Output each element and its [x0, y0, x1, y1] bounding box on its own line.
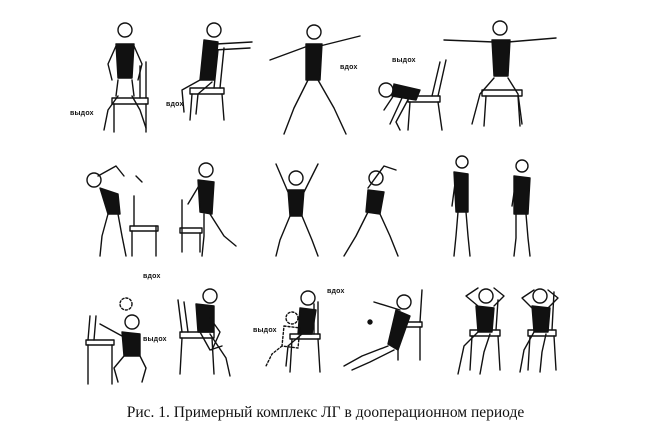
figure-2-seated-arms-forward [181, 22, 253, 121]
label-inhale: вдох [340, 64, 358, 71]
figure-4-seated-forward-bend [378, 59, 447, 131]
figure-3-standing-arms-spread [269, 24, 361, 135]
figure-15-reclined-on-chair [343, 289, 423, 371]
figure-7-leg-swing-by-chair [179, 162, 237, 257]
label-exhale: выдох [253, 327, 277, 334]
figure-1-seated-hands-on-knees [103, 22, 149, 133]
figure-17-seated-upright [519, 288, 559, 373]
figure-8-arms-overhead [275, 163, 319, 257]
figure-12-squat-holding-chair [85, 297, 147, 385]
figure-11-standing-head-tilt [511, 159, 531, 257]
figure-16-seated-hands-behind-head [457, 287, 505, 375]
figure-5-seated-arms-sides [443, 20, 557, 127]
figure-caption: Рис. 1. Примерный комплекс ЛГ в дооперац… [126, 404, 525, 421]
label-exhale: выдох [392, 57, 416, 64]
label-exhale: выдох [143, 336, 167, 343]
figure-14-seated-with-partner [265, 290, 321, 373]
figure-13-seated-knee-hug [177, 288, 231, 377]
figure-9-standing-side-bend [343, 165, 399, 257]
figure-6-side-bend-by-chair [86, 165, 159, 257]
label-inhale: вдох [143, 273, 161, 280]
label-exhale: выдох [70, 110, 94, 117]
label-inhale: вдох [327, 288, 345, 295]
figure-10-standing-profile [451, 155, 471, 257]
label-inhale: вдох [166, 101, 184, 108]
